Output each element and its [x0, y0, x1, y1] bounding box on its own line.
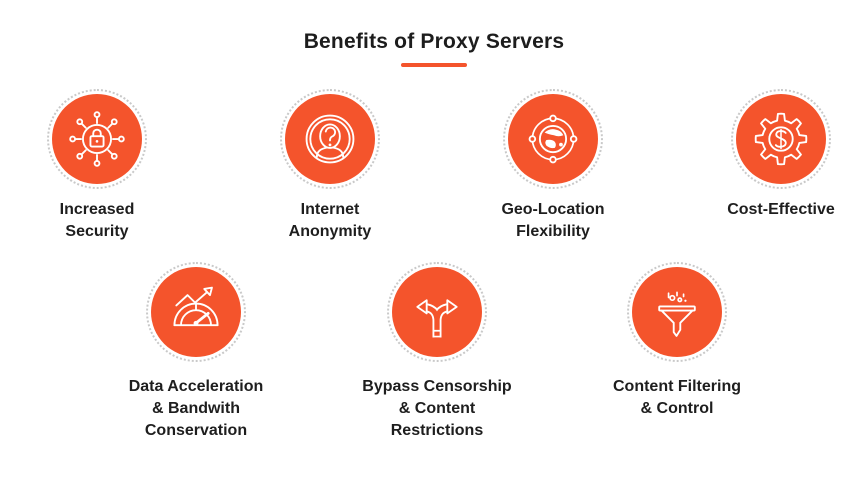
benefit-item-data-acceleration: Data Acceleration & Bandwith Conservatio… [86, 262, 306, 442]
benefit-item-cost-effective: Cost-Effective [671, 89, 868, 221]
benefit-label: Internet Anonymity [288, 201, 372, 240]
dotted-ring [503, 89, 603, 189]
speedometer-growth-icon [173, 286, 219, 327]
benefit-item-internet-anonymity: Internet Anonymity [220, 89, 440, 243]
title-underline [401, 63, 467, 67]
benefit-label: Cost-Effective [727, 201, 835, 218]
page-title: Benefits of Proxy Servers [303, 30, 565, 53]
benefit-item-content-filtering: Content Filtering & Control [567, 262, 787, 420]
globe-orbit-icon [528, 114, 578, 164]
benefit-icon-circle [632, 267, 722, 357]
anonymous-user-icon [305, 114, 355, 164]
benefit-item-bypass-censorship: Bypass Censorship & Content Restrictions [327, 262, 547, 442]
benefit-icon-circle [52, 94, 142, 184]
fork-arrows-icon [416, 299, 458, 338]
dotted-ring [387, 262, 487, 362]
dotted-ring [627, 262, 727, 362]
benefit-icon-circle [392, 267, 482, 357]
dotted-ring [280, 89, 380, 189]
dotted-ring [47, 89, 147, 189]
dotted-ring [731, 89, 831, 189]
benefit-icon-circle [736, 94, 826, 184]
benefit-label: Content Filtering & Control [613, 378, 741, 417]
benefit-icon-circle [285, 94, 375, 184]
network-security-lock-icon [69, 111, 125, 167]
benefit-item-increased-security: Increased Security [0, 89, 207, 243]
benefit-icon-circle [151, 267, 241, 357]
benefit-label: Geo-Location Flexibility [501, 201, 605, 240]
benefit-item-geo-location: Geo-Location Flexibility [443, 89, 663, 243]
benefit-icon-circle [508, 94, 598, 184]
benefit-label: Bypass Censorship & Content Restrictions [362, 378, 512, 439]
dotted-ring [146, 262, 246, 362]
gear-dollar-icon [754, 112, 808, 166]
benefit-label: Data Acceleration & Bandwith Conservatio… [128, 378, 264, 439]
benefit-label: Increased Security [59, 201, 135, 240]
funnel-filter-icon [658, 291, 696, 337]
